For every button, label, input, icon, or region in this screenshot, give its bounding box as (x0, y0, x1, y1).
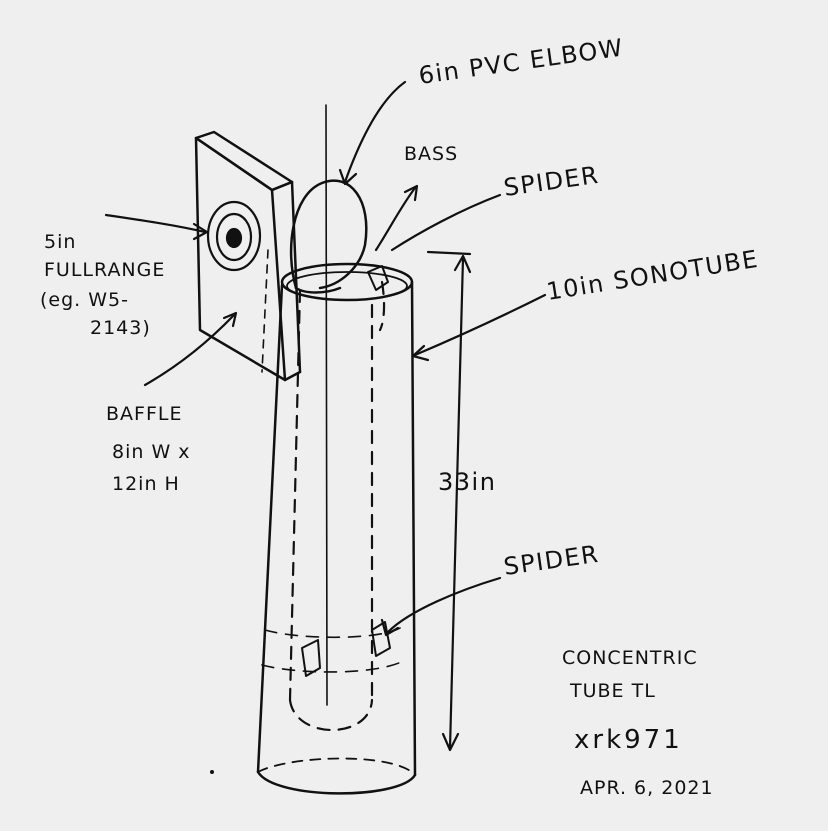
label-title-tube: TUBE TL (569, 680, 656, 702)
ink-dot (210, 770, 214, 774)
label-baffle-width: 8in W x (112, 441, 191, 463)
spider-bottom (301, 621, 391, 677)
label-spider-top: SPIDER (502, 161, 601, 202)
label-title-concentric: CONCENTRIC (562, 647, 698, 669)
height-dimension (426, 250, 472, 752)
leader-arrows (104, 80, 547, 637)
label-height: 33in (438, 468, 496, 496)
label-fullrange-model: 2143) (90, 317, 151, 339)
label-spider-bottom: SPIDER (502, 540, 601, 581)
label-pvc-elbow: 6in PVC ELBOW (417, 33, 626, 90)
sonotube (256, 262, 417, 795)
pvc-elbow (289, 104, 368, 706)
label-sonotube: 10in SONOTUBE (545, 245, 761, 306)
label-fullrange-example: (eg. W5- (40, 289, 129, 311)
label-fullrange: FULLRANGE (44, 259, 165, 281)
fullrange-driver (206, 200, 262, 272)
baffle (194, 130, 302, 382)
spider-top (367, 265, 389, 291)
label-fullrange-size: 5in (44, 231, 76, 253)
label-baffle-height: 12in H (112, 473, 180, 495)
label-bass: BASS (404, 143, 458, 165)
label-baffle: BAFFLE (106, 403, 182, 425)
label-author: xrk971 (574, 725, 683, 755)
label-date: APR. 6, 2021 (580, 777, 714, 799)
